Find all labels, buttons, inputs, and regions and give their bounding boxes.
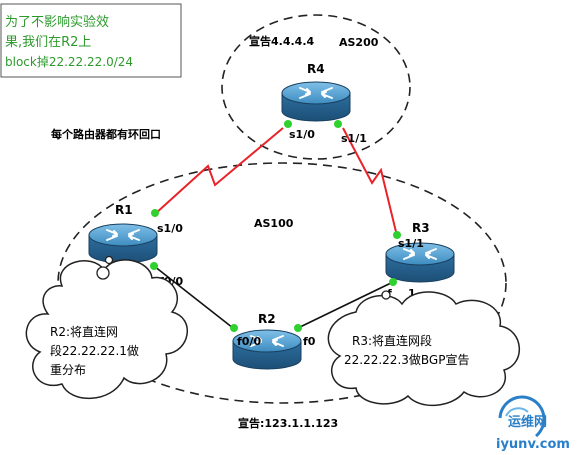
router-r1-label: R1: [115, 203, 133, 217]
cloud-r2-bubble-small: [104, 255, 114, 265]
serial-link-r3-r4: [342, 127, 398, 237]
router-r4-icon[interactable]: [281, 81, 351, 122]
port-dot-r2-f00: [230, 324, 238, 332]
loopback-note: 每个路由器都有环回口: [51, 127, 161, 141]
interface-r4-s10: s1/0: [289, 128, 315, 141]
cloud-r2-line-2: 段22.22.22.1做: [50, 343, 139, 358]
interface-r2-f00: f0/0: [237, 335, 261, 348]
as200-label: AS200: [339, 36, 379, 49]
cloud-r3-line-1: R3:将直连网段: [352, 333, 432, 348]
cloud-r2-line-1: R2:将直连网: [50, 324, 118, 339]
ethernet-link-r2-r3: [297, 281, 394, 329]
port-dot-r1-f00: [150, 262, 158, 270]
port-dot-r3-s11: [393, 231, 401, 239]
cloud-r3: [327, 291, 520, 407]
serial-link-r1-r4: [154, 127, 284, 215]
watermark-url: iyunv.com: [496, 437, 570, 452]
router-r2-label: R2: [258, 312, 276, 326]
cloud-r2: [25, 259, 188, 399]
as100-label: AS100: [254, 217, 294, 230]
as200-announce: 宣告4.4.4.4: [249, 34, 314, 48]
watermark-text: 运维网: [508, 414, 547, 430]
note-line-1: 为了不影响实验效: [5, 14, 109, 30]
router-r1-icon[interactable]: [88, 223, 158, 264]
router-r3-label: R3: [412, 221, 430, 235]
port-dot-r3-f: [389, 278, 397, 286]
cloud-r2-bubble-large: [96, 266, 110, 280]
port-dot-r1-s10: [151, 209, 159, 217]
interface-r3-1: 1: [408, 287, 416, 300]
router-r4-label: R4: [307, 62, 325, 76]
note-line-2: 果,我们在R2上: [5, 35, 91, 50]
port-dot-r4-s10: [284, 120, 292, 128]
interface-r1-s10: s1/0: [157, 222, 183, 235]
watermark-logo: [498, 395, 546, 438]
as200-boundary: [221, 14, 411, 160]
ethernet-link-r1-r2: [153, 265, 234, 329]
port-dot-r2-f0: [294, 324, 302, 332]
as100-announce: 宣告:123.1.1.123: [238, 416, 338, 430]
port-dot-r4-s11: [334, 120, 342, 128]
interface-r4-s11: s1/1: [341, 132, 367, 145]
interface-r2-f0: f0: [303, 335, 316, 348]
interface-r3-s11: s1/1: [398, 237, 424, 250]
cloud-r3-line-2: 22.22.22.3做BGP宣告: [344, 352, 469, 367]
note-box: [0, 3, 182, 78]
note-line-3: block掉22.22.22.0/24: [5, 55, 133, 69]
cloud-r3-bubble-small: [381, 290, 391, 300]
cloud-r2-line-3: 重分布: [50, 363, 86, 377]
as100-boundary: [57, 162, 507, 404]
